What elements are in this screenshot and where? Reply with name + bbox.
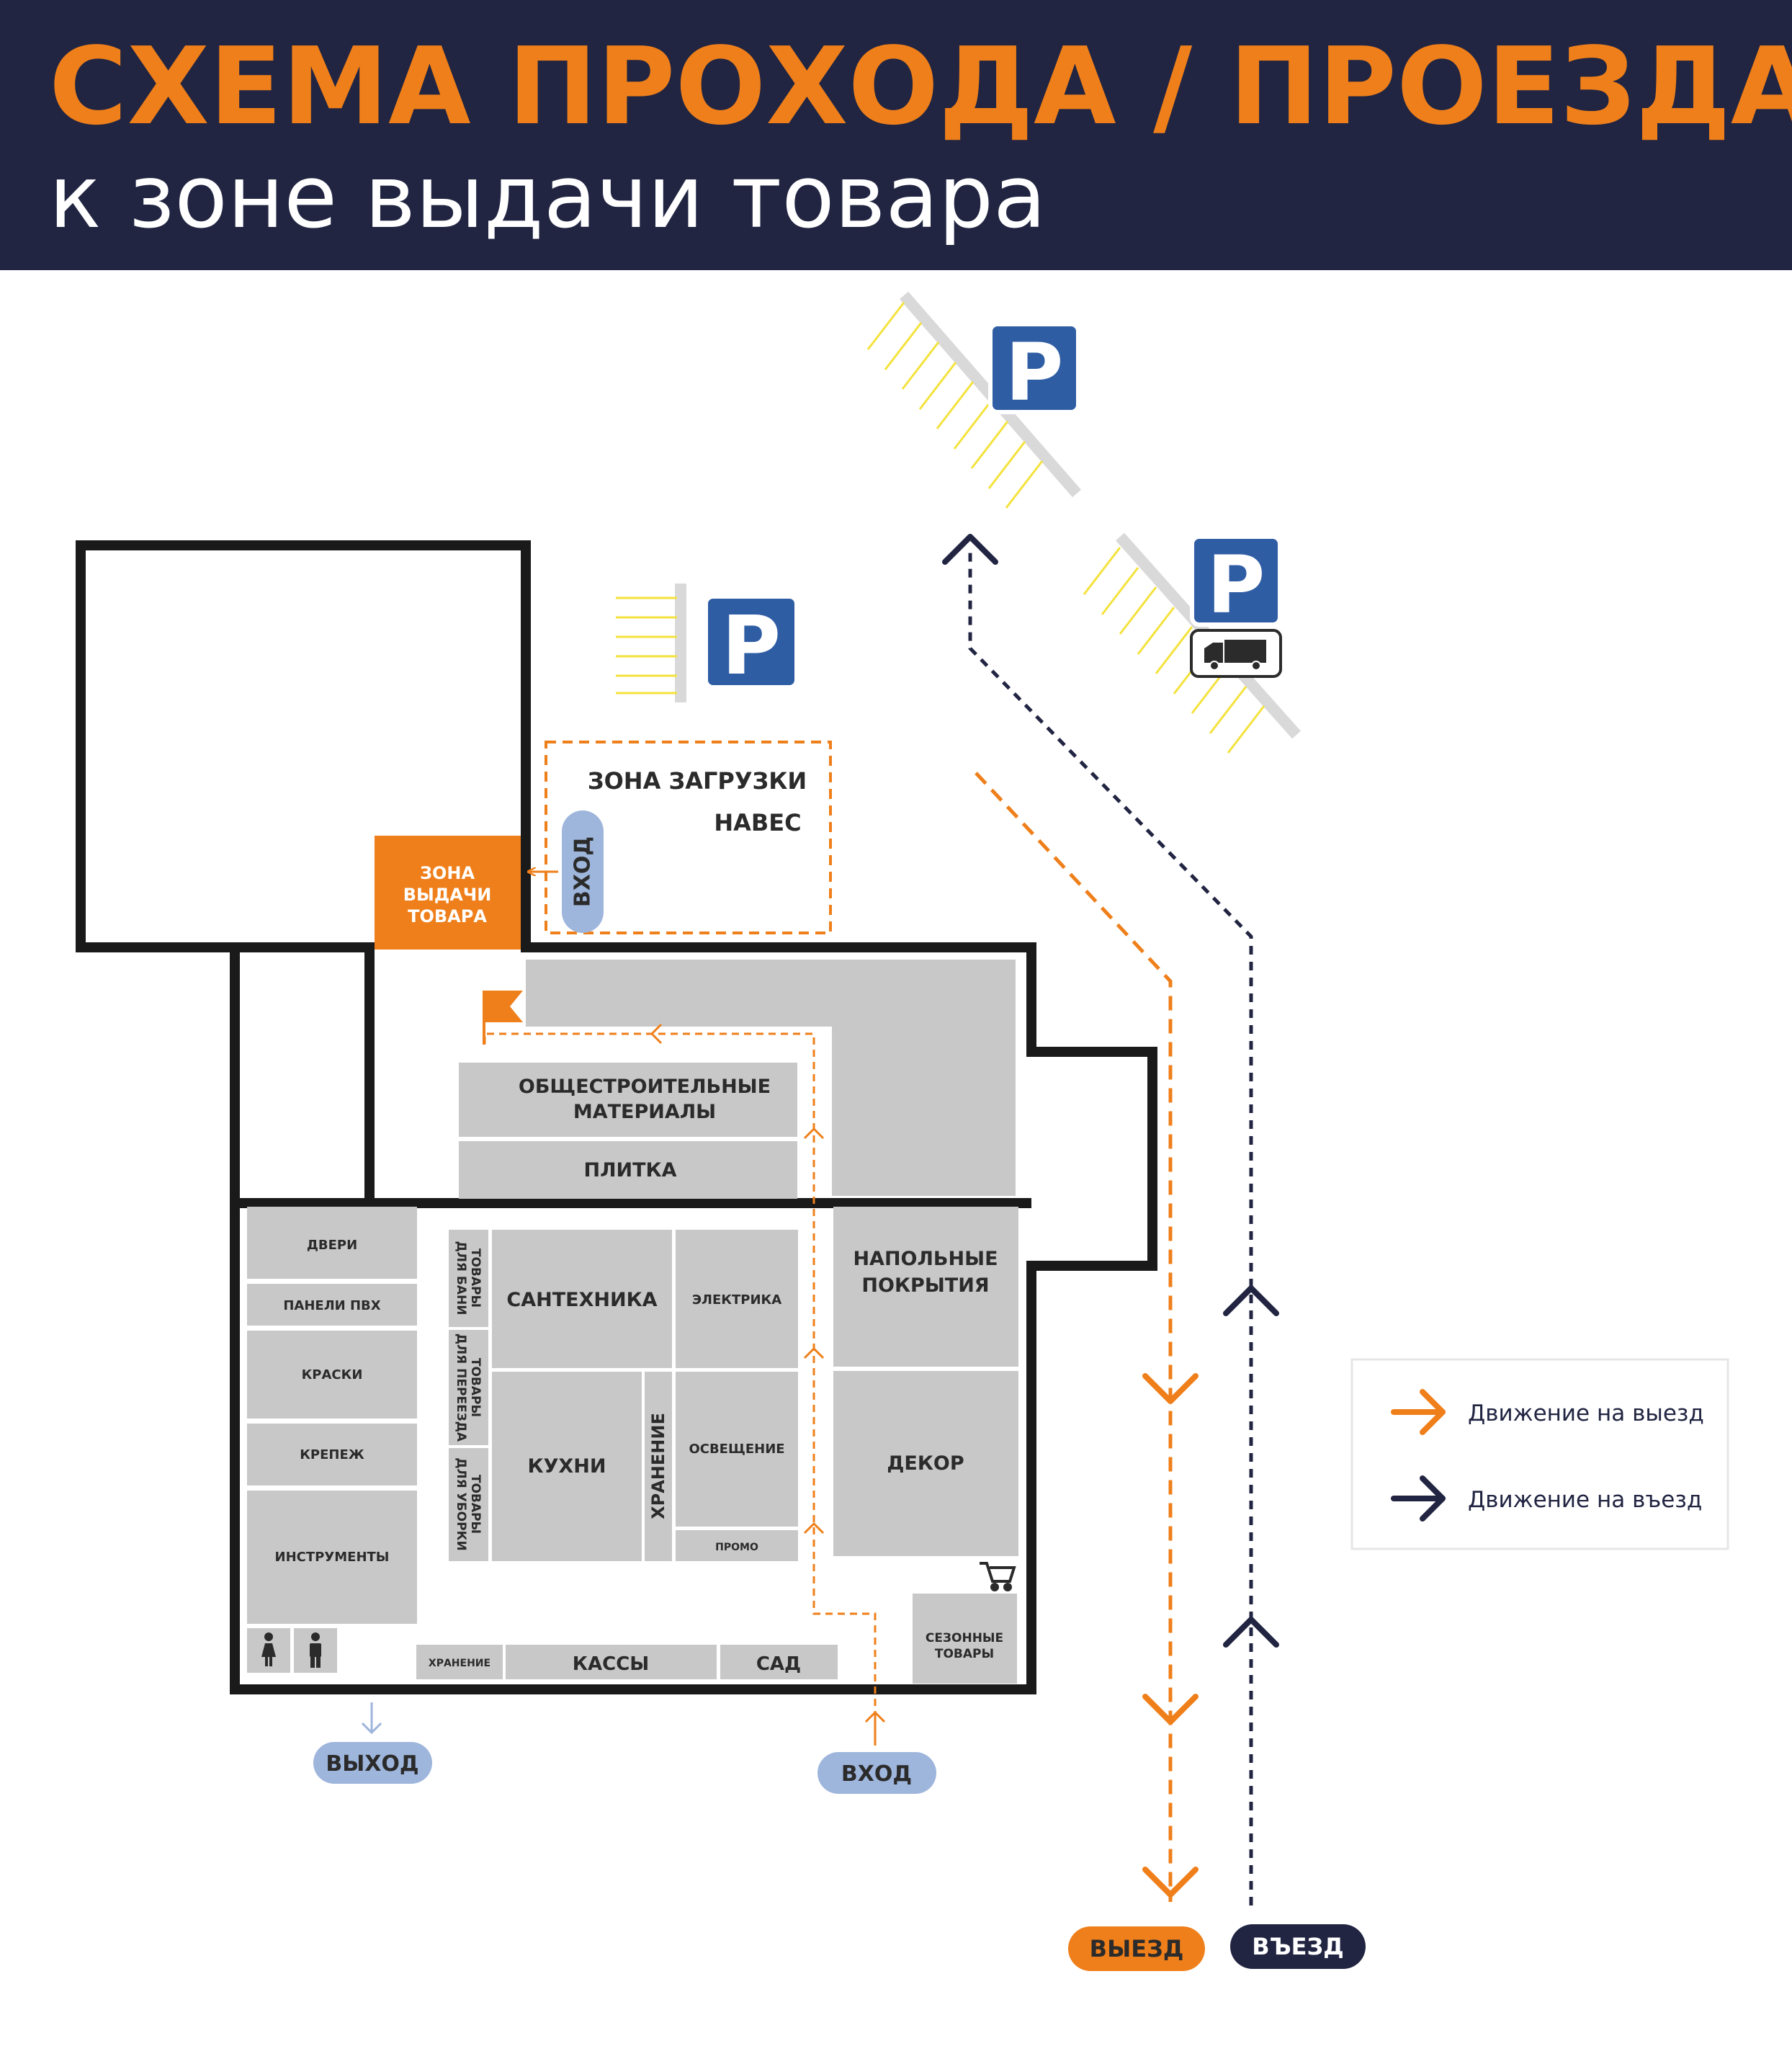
exit-pedestrian-label: ВЫХОД <box>326 1751 418 1777</box>
dept-flooring <box>833 1207 1018 1367</box>
dept-electrical <box>676 1230 798 1368</box>
dept-fasteners-label: КРЕПЕЖ <box>300 1447 364 1462</box>
dept-tools <box>247 1491 417 1624</box>
dept-lighting-label: ОСВЕЩЕНИЕ <box>689 1442 784 1457</box>
warehouse-area <box>526 960 1016 1196</box>
dept-storage-small <box>416 1645 503 1679</box>
legend-entry-label: Движение на въезд <box>1468 1487 1702 1513</box>
dept-flooring-label-1: НАПОЛЬНЫЕ <box>853 1248 998 1270</box>
side-entrance-label: ВХОД <box>570 836 596 907</box>
dept-doors <box>247 1207 417 1279</box>
dept-plumbing-label: САНТЕХНИКА <box>506 1289 657 1311</box>
pedestrian-route-arrows <box>650 1023 886 1746</box>
shopping-cart-icon <box>980 1562 1016 1591</box>
dept-moving-goods <box>449 1330 488 1445</box>
dept-general-construction-label-1: ОБЩЕСТРОИТЕЛЬНЫЕ <box>519 1076 771 1098</box>
header-banner: СХЕМА ПРОХОДА / ПРОЕЗДА к зоне выдачи то… <box>0 0 1792 270</box>
dept-pvc-panels <box>247 1284 417 1326</box>
parking-sign-top: P <box>988 322 1080 419</box>
loading-zone-outline <box>545 741 832 934</box>
loading-zone-label: ЗОНА ЗАГРУЗКИ <box>588 767 807 795</box>
dept-paints-label: КРАСКИ <box>302 1367 363 1382</box>
dept-tiles <box>459 1141 797 1199</box>
restroom-women-icon <box>261 1632 276 1666</box>
vehicle-entry-arrows <box>942 534 1279 1648</box>
dept-seasonal <box>913 1594 1017 1684</box>
dept-tools-label: ИНСТРУМЕНТЫ <box>275 1550 390 1565</box>
dept-kitchens <box>492 1372 642 1561</box>
parking-area-small <box>616 584 686 702</box>
dept-general-construction <box>459 1063 797 1137</box>
dept-promo <box>676 1530 798 1561</box>
legend-entry-arrow-icon <box>1391 1475 1446 1522</box>
department-blocks <box>247 1063 1018 1684</box>
dept-doors-label: ДВЕРИ <box>307 1238 357 1253</box>
dept-electrical-label: ЭЛЕКТРИКА <box>692 1292 781 1308</box>
restroom-men-icon <box>310 1632 321 1668</box>
dept-flooring-label-2: ПОКРЫТИЯ <box>861 1274 989 1297</box>
dept-seasonal-label-1: СЕЗОННЫЕ <box>926 1631 1003 1645</box>
vehicle-entry-label: ВЪЕЗД <box>1252 1933 1344 1960</box>
dept-paints <box>247 1331 417 1419</box>
pickup-zone[interactable] <box>375 836 521 950</box>
exit-arrow-down <box>361 1702 382 1735</box>
dept-fasteners <box>247 1424 417 1486</box>
parking-sign-small: P <box>704 594 799 693</box>
main-entrance-label: ВХОД <box>841 1761 912 1787</box>
dept-bath-goods <box>449 1230 488 1327</box>
dept-garden <box>720 1645 838 1679</box>
dept-storage-small-label: ХРАНЕНИЕ <box>429 1658 490 1669</box>
exit-pedestrian-pill[interactable]: ВЫХОД <box>313 1742 432 1784</box>
page-title: СХЕМА ПРОХОДА / ПРОЕЗДА <box>49 24 1792 148</box>
truck-icon <box>1190 629 1282 678</box>
dept-checkouts <box>506 1645 717 1679</box>
dept-promo-label: ПРОМО <box>715 1542 758 1553</box>
dept-kitchens-label: КУХНИ <box>528 1455 606 1478</box>
dept-storage-vertical-label: ХРАНЕНИЕ <box>648 1413 668 1519</box>
dept-lighting <box>676 1372 798 1527</box>
vehicle-exit-pill[interactable]: ВЫЕЗД <box>1068 1926 1205 1971</box>
pickup-zone-label-line3: ТОВАРА <box>408 906 487 926</box>
legend-exit-label: Движение на выезд <box>1468 1400 1704 1426</box>
dept-general-construction-label-2: МАТЕРИАЛЫ <box>573 1101 716 1123</box>
building-outlines <box>76 540 1157 1694</box>
main-entrance-pill[interactable]: ВХОД <box>817 1752 936 1794</box>
dept-bath-goods-label-1: ТОВАРЫ <box>468 1248 483 1308</box>
dept-bath-goods-label-2: ДЛЯ БАНИ <box>454 1241 468 1315</box>
dept-cleaning-goods <box>449 1448 488 1561</box>
legend-exit-arrow-icon <box>1391 1389 1446 1435</box>
dept-plumbing <box>492 1230 672 1368</box>
canopy-label: НАВЕС <box>714 809 801 836</box>
dept-garden-label: САД <box>756 1653 801 1675</box>
dept-cleaning-goods-label-2: ДЛЯ УБОРКИ <box>454 1457 468 1550</box>
legend: Движение на выезд Движение на въезд <box>1350 1358 1729 1550</box>
dept-seasonal-label-2: ТОВАРЫ <box>935 1647 994 1661</box>
parking-sign-right: P <box>1190 535 1282 631</box>
parking-p-label: P <box>722 599 781 693</box>
side-entrance-pill[interactable]: ВХОД <box>562 810 604 933</box>
dept-moving-goods-label-1: ТОВАРЫ <box>468 1358 483 1417</box>
parking-p-label: P <box>1207 539 1265 631</box>
dept-cleaning-goods-label-1: ТОВАРЫ <box>468 1475 483 1534</box>
dept-decor <box>833 1371 1018 1556</box>
destination-flag-icon <box>483 991 523 1045</box>
pickup-zone-label-line2: ВЫДАЧИ <box>403 885 492 905</box>
dept-pvc-panels-label: ПАНЕЛИ ПВХ <box>283 1298 380 1313</box>
dept-checkouts-label: КАССЫ <box>573 1653 649 1675</box>
vehicle-exit-label: ВЫЕЗД <box>1090 1935 1184 1962</box>
pickup-zone-label-line1: ЗОНА <box>420 863 475 883</box>
parking-p-label: P <box>1005 326 1064 419</box>
page-subtitle: к зоне выдачи товара <box>49 148 1047 248</box>
pedestrian-route <box>483 1032 877 1718</box>
dept-tiles-label: ПЛИТКА <box>583 1159 676 1181</box>
dept-decor-label: ДЕКОР <box>887 1452 964 1475</box>
vehicle-entry-pill[interactable]: ВЪЕЗД <box>1230 1924 1366 1969</box>
vehicle-exit-route <box>975 772 1173 1902</box>
dept-moving-goods-label-2: ДЛЯ ПЕРЕЕЗДА <box>454 1333 468 1442</box>
vehicle-exit-arrows <box>1142 1373 1199 1898</box>
dept-storage-vertical <box>645 1372 672 1561</box>
